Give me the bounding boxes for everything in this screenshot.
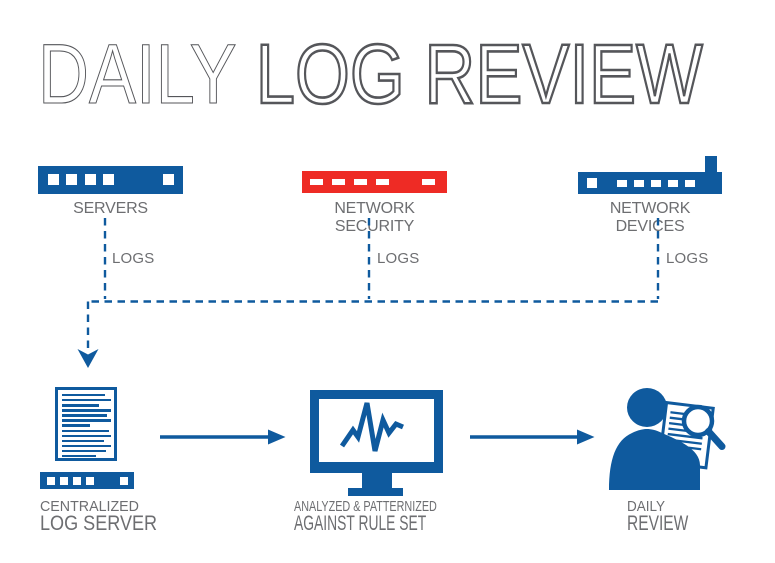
monitor-stand-base <box>348 488 403 496</box>
logs-label-2: LOGS <box>377 250 420 267</box>
router-led <box>587 178 597 188</box>
log-server-bar-icon <box>40 472 134 489</box>
appliance-led <box>332 179 345 185</box>
server-led <box>103 174 114 185</box>
server-led <box>120 476 128 485</box>
server-led <box>86 476 94 485</box>
arrow-monitor-to-review <box>470 429 595 445</box>
monitor-screen <box>319 399 434 462</box>
log-server-label-line1: CENTRALIZED <box>40 498 139 515</box>
pulse-waveform-icon <box>339 402 404 452</box>
server-led <box>48 174 59 185</box>
server-led <box>66 174 77 185</box>
router-led <box>617 180 627 187</box>
title-words-log-review: LOG REVIEW <box>255 27 704 121</box>
analyst-magnifier-icon <box>609 388 726 490</box>
network-security-label: NETWORK SECURITY <box>334 200 415 235</box>
analysis-label-line2: AGAINST RULE SET <box>294 512 427 535</box>
log-document-icon <box>55 387 117 461</box>
server-led <box>85 174 96 185</box>
appliance-led <box>354 179 367 185</box>
down-arrowhead-icon <box>77 349 99 368</box>
network-devices-label: NETWORK DEVICES <box>609 200 691 235</box>
security-appliance-icon <box>302 171 447 193</box>
logs-label-1: LOGS <box>112 250 155 267</box>
server-led <box>163 174 174 185</box>
server-led <box>73 476 81 485</box>
arrow-logserver-to-monitor <box>160 429 286 445</box>
router-led <box>685 180 695 187</box>
server-led <box>60 476 68 485</box>
server-led <box>47 476 55 485</box>
server-rack-icon <box>38 166 183 194</box>
appliance-led <box>310 179 323 185</box>
logs-label-3: LOGS <box>666 250 709 267</box>
review-label-line1: DAILY <box>627 498 666 515</box>
servers-label: SERVERS <box>73 200 148 217</box>
analysis-label-line1: ANALYZED & PATTERNIZED <box>294 498 437 515</box>
magnifier-icon <box>681 404 726 450</box>
review-label-line2: REVIEW <box>627 512 689 535</box>
person-silhouette-icon <box>609 388 700 490</box>
appliance-led <box>376 179 389 185</box>
log-server-label-line2: LOG SERVER <box>40 512 158 535</box>
router-led <box>668 180 678 187</box>
router-antenna <box>705 156 717 172</box>
router-led <box>651 180 661 187</box>
dashed-log-lines <box>86 218 660 350</box>
appliance-led <box>422 179 435 185</box>
monitor-stand-neck <box>362 473 392 488</box>
router-led <box>634 180 644 187</box>
title-word-daily: DAILY <box>38 27 238 121</box>
router-antenna-icon <box>578 156 722 194</box>
monitor-pulse-icon <box>310 390 443 473</box>
